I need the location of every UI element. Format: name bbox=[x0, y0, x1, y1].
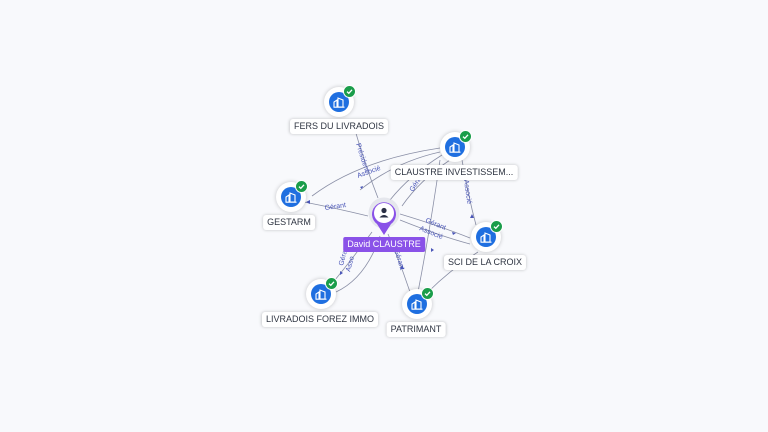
edge-label: Gérant bbox=[324, 202, 346, 212]
verified-check-icon bbox=[295, 180, 308, 193]
verified-check-icon bbox=[421, 287, 434, 300]
company-label[interactable]: FERS DU LIVRADOIS bbox=[289, 119, 389, 134]
verified-check-icon bbox=[325, 277, 338, 290]
building-icon bbox=[329, 92, 349, 112]
arrow-patrimant-1 bbox=[400, 265, 404, 269]
person-node[interactable] bbox=[368, 197, 400, 237]
edge-center-fers bbox=[354, 129, 379, 199]
person-name-label[interactable]: David CLAUSTRE bbox=[343, 237, 425, 252]
company-label[interactable]: PATRIMANT bbox=[386, 322, 446, 337]
arrow-patrimant-2 bbox=[431, 248, 434, 252]
company-label[interactable]: GESTARM bbox=[263, 215, 315, 230]
building-icon bbox=[281, 187, 301, 207]
edge-label: Asso bbox=[345, 256, 356, 273]
arrow-gestarm bbox=[306, 200, 310, 204]
verified-check-icon bbox=[343, 85, 356, 98]
arrow-sci-1 bbox=[452, 232, 456, 235]
verified-check-icon bbox=[490, 220, 503, 233]
company-node-fers[interactable] bbox=[324, 85, 356, 117]
company-label[interactable]: SCI DE LA CROIX bbox=[443, 255, 527, 270]
company-node-gestarm[interactable] bbox=[276, 180, 308, 212]
building-icon bbox=[445, 137, 465, 157]
company-node-livradois[interactable] bbox=[306, 277, 338, 309]
edge-label: Géra bbox=[338, 250, 349, 267]
building-icon bbox=[476, 227, 496, 247]
company-node-sci[interactable] bbox=[471, 220, 503, 252]
edge-center-sci bbox=[399, 213, 471, 239]
building-icon bbox=[407, 294, 427, 314]
building-icon bbox=[311, 284, 331, 304]
edge-claustre-gestarm bbox=[311, 147, 441, 197]
verified-check-icon bbox=[459, 130, 472, 143]
person-icon bbox=[379, 207, 389, 218]
arrow-livradois bbox=[340, 271, 343, 275]
edge-claustre-center bbox=[401, 159, 451, 207]
company-node-patrimant[interactable] bbox=[402, 287, 434, 319]
company-node-claustre[interactable] bbox=[440, 130, 472, 162]
edge-center-sci-2 bbox=[399, 219, 471, 245]
edge-label: Associé bbox=[462, 179, 472, 204]
arrow-fers-associe bbox=[360, 186, 363, 189]
company-label[interactable]: LIVRADOIS FOREZ IMMO bbox=[261, 312, 379, 327]
company-label[interactable]: CLAUSTRE INVESTISSEM... bbox=[390, 165, 518, 180]
arrow-sci-2 bbox=[470, 214, 474, 218]
